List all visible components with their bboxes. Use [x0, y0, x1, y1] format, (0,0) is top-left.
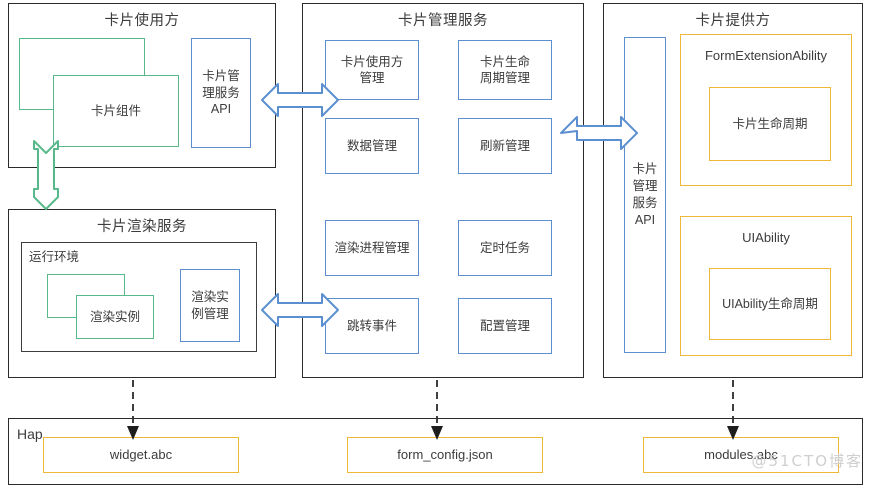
provider-api-line-4: API	[634, 212, 656, 227]
provider-api-line-2: 管理	[632, 179, 658, 194]
consumer-api-line-3: API	[210, 102, 232, 117]
panel-card-provider-title: 卡片提供方	[695, 13, 771, 29]
provider-card-manager-api-box: 卡片 管理 服务 API	[624, 37, 666, 353]
provider-api-line-3: 服务	[632, 196, 658, 210]
hap-artifact-modules-abc: modules.abc	[643, 437, 839, 473]
module-render-process-management: 渲染进程管理	[325, 220, 419, 276]
module-line-2: 周期管理	[479, 71, 530, 85]
panel-card-manager-service: 卡片管理服务 卡片使用方 管理 卡片生命 周期管理 数据管理 刷新管理 渲染进程…	[302, 3, 584, 378]
hap-artifact-label: modules.abc	[704, 447, 778, 463]
consumer-card-manager-api-box: 卡片管 理服务 API	[191, 38, 251, 148]
consumer-api-line-1: 卡片管	[202, 68, 240, 83]
hap-artifact-widget-abc: widget.abc	[43, 437, 239, 473]
form-extension-ability-label: FormExtensionAbility	[704, 48, 828, 63]
render-instance-manager-line-1: 渲染实	[191, 289, 229, 304]
module-config-management: 配置管理	[458, 298, 552, 354]
module-line-1: 跳转事件	[346, 318, 397, 333]
panel-card-render-service: 卡片渲染服务 运行环境 渲染实例 渲染实 例管理	[8, 209, 276, 378]
module-refresh-management: 刷新管理	[458, 118, 552, 174]
render-instance-label: 渲染实例	[89, 309, 140, 324]
panel-hap: Hap widget.abc form_config.json modules.…	[8, 418, 863, 485]
module-line-1: 配置管理	[479, 318, 530, 333]
render-instance-manager-line-2: 例管理	[191, 306, 229, 321]
panel-card-consumer-title: 卡片使用方	[104, 13, 180, 29]
card-lifecycle-box: 卡片生命周期	[709, 87, 831, 161]
panel-card-manager-service-title: 卡片管理服务	[398, 13, 488, 29]
hap-artifact-form-config-json: form_config.json	[347, 437, 543, 473]
module-line-2: 管理	[359, 71, 385, 85]
card-lifecycle-label: 卡片生命周期	[732, 116, 808, 131]
panel-card-provider: 卡片提供方 卡片 管理 服务 API FormExtensionAbility …	[603, 3, 863, 378]
hap-artifact-label: widget.abc	[109, 447, 173, 463]
render-instance: 渲染实例	[76, 295, 154, 339]
ui-ability-lifecycle-box: UIAbility生命周期	[709, 268, 831, 340]
ui-ability-lifecycle-label: UIAbility生命周期	[722, 296, 818, 311]
ui-ability-label: UIAbility	[742, 230, 790, 245]
module-line-1: 卡片生命	[479, 54, 530, 69]
provider-api-line-1: 卡片	[632, 162, 658, 177]
hap-label: Hap	[17, 426, 43, 442]
module-scheduled-task: 定时任务	[458, 220, 552, 276]
hap-artifact-label: form_config.json	[397, 447, 493, 463]
card-component-label: 卡片组件	[90, 103, 141, 118]
module-line-1: 卡片使用方	[340, 54, 404, 69]
module-line-1: 渲染进程管理	[334, 240, 410, 255]
watermark: @51CTO博客	[751, 452, 863, 470]
card-component: 卡片组件	[53, 75, 179, 147]
module-card-lifecycle-management: 卡片生命 周期管理	[458, 40, 552, 100]
module-data-management: 数据管理	[325, 118, 419, 174]
module-line-1: 数据管理	[346, 138, 397, 153]
runtime-environment-label: 运行环境	[29, 250, 80, 264]
render-instance-manager-box: 渲染实 例管理	[180, 269, 240, 342]
module-card-consumer-management: 卡片使用方 管理	[325, 40, 419, 100]
panel-card-consumer: 卡片使用方 卡片组件 卡片管 理服务 API	[8, 3, 276, 168]
module-jump-event: 跳转事件	[325, 298, 419, 354]
module-line-1: 定时任务	[479, 240, 530, 255]
panel-card-render-service-title: 卡片渲染服务	[97, 219, 187, 235]
consumer-api-line-2: 理服务	[202, 85, 240, 100]
module-line-1: 刷新管理	[479, 138, 530, 153]
